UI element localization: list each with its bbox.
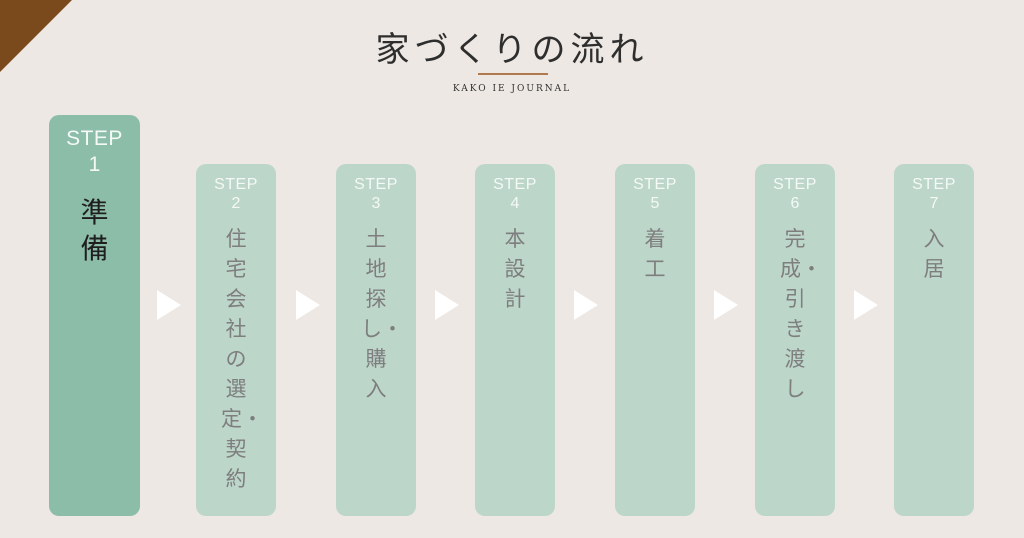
step-card-1: STEP 1 準備 bbox=[49, 115, 140, 516]
step-number: 4 bbox=[510, 195, 520, 212]
step-number: 5 bbox=[650, 195, 660, 212]
step-number: 1 bbox=[88, 153, 101, 176]
step-word: STEP bbox=[66, 127, 123, 150]
step-word: STEP bbox=[354, 176, 398, 193]
step-label: 入居 bbox=[923, 227, 945, 281]
step-card-4: STEP 4 本設計 bbox=[475, 164, 555, 516]
step-word: STEP bbox=[214, 176, 258, 193]
step-label: 着工 bbox=[644, 227, 666, 281]
step-word: STEP bbox=[773, 176, 817, 193]
step-label: 土地探し・購入 bbox=[361, 227, 403, 401]
step-label: 完成・引き渡し bbox=[780, 227, 822, 401]
step-word: STEP bbox=[633, 176, 677, 193]
page-subtitle: KAKO IE JOURNAL bbox=[452, 84, 572, 94]
step-card-7: STEP 7 入居 bbox=[894, 164, 974, 516]
step-label: 住宅会社の選定・契約 bbox=[221, 227, 263, 491]
step-number: 3 bbox=[371, 195, 381, 212]
step-number: 6 bbox=[790, 195, 800, 212]
step-label: 本設計 bbox=[504, 227, 526, 311]
step-card-2: STEP 2 住宅会社の選定・契約 bbox=[196, 164, 276, 516]
step-card-6: STEP 6 完成・引き渡し bbox=[755, 164, 835, 516]
step-card-3: STEP 3 土地探し・購入 bbox=[336, 164, 416, 516]
triangle-right-icon bbox=[157, 290, 181, 320]
triangle-right-icon bbox=[296, 290, 320, 320]
corner-decoration bbox=[0, 0, 72, 72]
step-word: STEP bbox=[912, 176, 956, 193]
title-underline bbox=[478, 73, 548, 75]
triangle-right-icon bbox=[574, 290, 598, 320]
triangle-right-icon bbox=[714, 290, 738, 320]
page-title: 家づくりの流れ bbox=[375, 30, 649, 70]
step-number: 2 bbox=[231, 195, 241, 212]
step-card-5: STEP 5 着工 bbox=[615, 164, 695, 516]
step-label: 準備 bbox=[80, 196, 109, 265]
triangle-right-icon bbox=[435, 290, 459, 320]
step-number: 7 bbox=[929, 195, 939, 212]
step-word: STEP bbox=[493, 176, 537, 193]
triangle-right-icon bbox=[854, 290, 878, 320]
